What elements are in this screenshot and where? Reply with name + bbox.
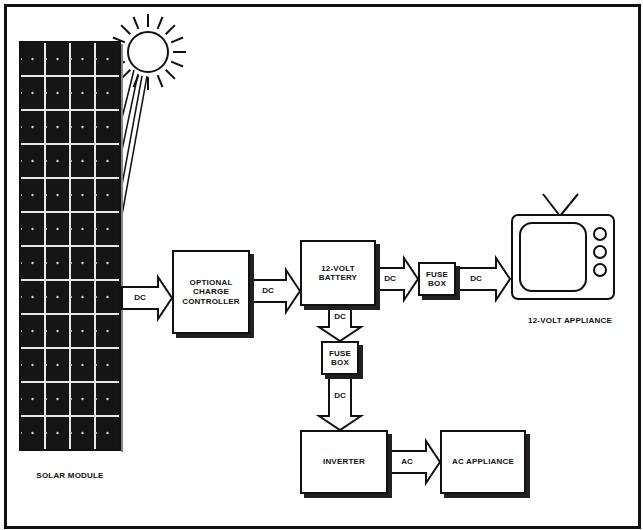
node-label: AC APPLIANCE [452, 457, 514, 466]
node-label: OPTIONAL CHARGE CONTROLLER [177, 278, 245, 306]
current-label: DC [469, 275, 483, 283]
sun-ray [173, 51, 186, 53]
sun-ray [171, 38, 183, 43]
solar-panel [20, 42, 122, 452]
current-label: DC [333, 392, 347, 400]
battery-box: 12-VOLT BATTERY [300, 240, 376, 306]
block-arrow [376, 258, 418, 300]
appliance-figure: 12-VOLT APPLIANCE [510, 190, 630, 325]
sun-ray [171, 62, 183, 67]
node-label: FUSE BOX [423, 270, 451, 288]
sunlight-rays [122, 70, 147, 215]
ac-appliance-box: AC APPLIANCE [440, 430, 526, 494]
block-arrow [122, 277, 172, 319]
sun-ray [166, 70, 175, 79]
sun-ray [158, 75, 163, 87]
fuse-box: FUSE BOX [418, 262, 456, 296]
block-arrow [456, 258, 510, 300]
node-label: INVERTER [323, 457, 365, 466]
sun-ray [166, 25, 175, 34]
charge-controller-box: OPTIONAL CHARGE CONTROLLER [172, 250, 250, 334]
current-label: DC [333, 313, 347, 321]
current-label: DC [261, 287, 275, 295]
block-arrow [319, 306, 361, 341]
sun-ray [134, 17, 139, 29]
node-label: SOLAR MODULE [18, 471, 122, 480]
node-label: 12-VOLT APPLIANCE [510, 316, 630, 325]
television [512, 194, 614, 299]
block-arrow [250, 270, 300, 312]
sun-ray [121, 25, 130, 34]
sun-ray [147, 14, 149, 27]
current-label: AC [400, 458, 414, 466]
block-arrow [319, 375, 361, 430]
sun-ray [158, 17, 163, 29]
inverter-box: INVERTER [300, 430, 388, 494]
current-label: DC [133, 294, 147, 302]
node-label: 12-VOLT BATTERY [305, 264, 371, 282]
sun-ray [147, 77, 149, 90]
block-arrow [388, 441, 440, 483]
node-label: FUSE BOX [326, 349, 354, 367]
solar-module: SOLAR MODULE [18, 40, 122, 480]
fuse-box: FUSE BOX [321, 341, 359, 375]
current-label: DC [383, 275, 397, 283]
